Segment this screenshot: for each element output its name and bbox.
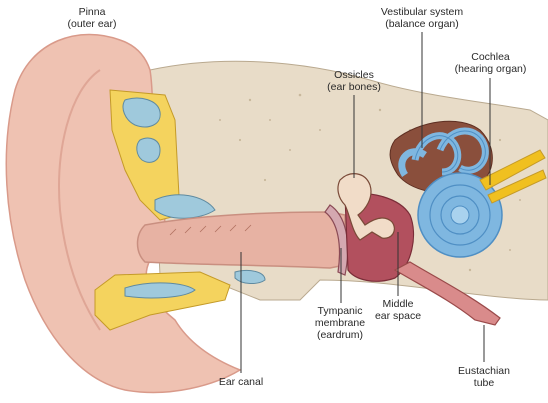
label-ossicles: Ossicles (ear bones) (312, 69, 396, 93)
label-cochlea: Cochlea (hearing organ) (443, 51, 538, 75)
upper-fluid-2 (137, 138, 160, 162)
label-pinna: Pinna (outer ear) (52, 6, 132, 30)
label-vestibular: Vestibular system (balance organ) (367, 6, 477, 30)
label-tympanic: Tympanic membrane (eardrum) (300, 305, 380, 341)
label-eustachian: Eustachian tube (444, 365, 524, 389)
label-ear-canal: Ear canal (204, 376, 278, 388)
